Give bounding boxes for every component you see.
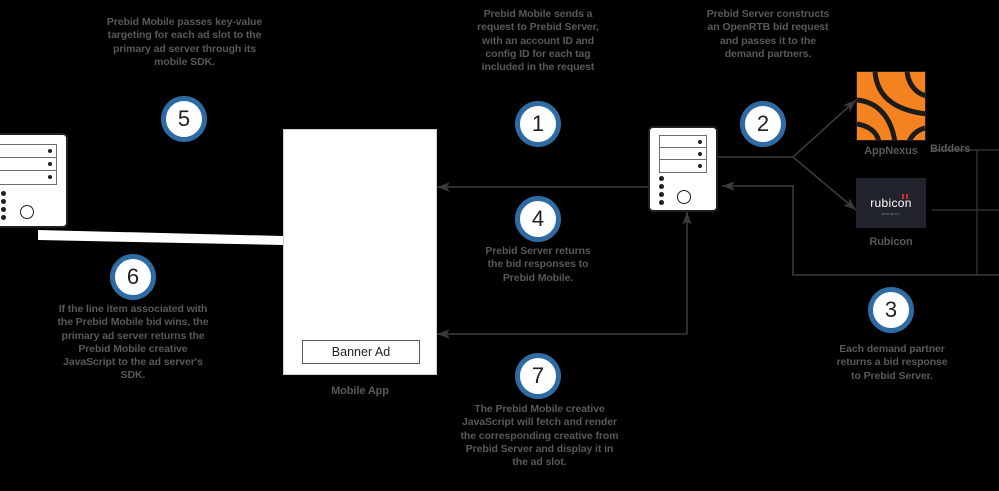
server-led (659, 200, 664, 205)
server-power-icon (20, 205, 34, 219)
rubicon-accent-tick (902, 194, 904, 199)
rubicon-wordmark: rubicon (870, 196, 912, 210)
bidders-group-label: Bidders (930, 143, 971, 155)
step-4-badge: 4 (515, 196, 561, 242)
appnexus-label: AppNexus (864, 145, 918, 157)
appnexus-mark (857, 72, 925, 140)
step-3-caption: Each demand partner returns a bid respon… (836, 343, 948, 382)
server-bay (660, 160, 706, 172)
server-power-icon (677, 190, 691, 204)
step-4-caption: Prebid Server returns the bid responses … (485, 245, 591, 284)
banner-ad-slot[interactable]: Banner Ad (302, 340, 420, 364)
mobile-app-window: Banner Ad (283, 129, 437, 375)
primary-ad-server-icon (0, 133, 68, 228)
rubicon-subtitle: PROJECT (881, 212, 901, 216)
step-3-badge: 3 (868, 287, 914, 333)
step-5-badge: 5 (161, 96, 207, 142)
rubicon-logo: rubicon PROJECT (856, 178, 926, 228)
server-bay (0, 145, 56, 158)
server-led (1, 191, 6, 196)
server-bay-led (48, 162, 52, 166)
server-bay (0, 158, 56, 171)
rubicon-accent-tick (906, 194, 908, 199)
server-bay-led (698, 140, 702, 144)
prebid-server-icon (648, 126, 718, 212)
step-2-badge: 2 (740, 101, 786, 147)
server-bay (660, 148, 706, 160)
step-7-caption: The Prebid Mobile creative JavaScript wi… (460, 403, 619, 469)
server-status-leds (659, 176, 664, 208)
step-5-caption: Prebid Mobile passes key-value targeting… (106, 16, 263, 68)
wire-ad-server-beam (38, 230, 283, 245)
wire-prebid-server-to-rubicon (792, 156, 857, 211)
server-led (659, 192, 664, 197)
step-2-caption: Prebid Server constructs an OpenRTB bid … (706, 8, 830, 60)
server-bays (659, 135, 707, 173)
server-led (1, 199, 6, 204)
mobile-app-label: Mobile App (331, 385, 389, 397)
appnexus-logo (856, 71, 926, 141)
server-status-leds (1, 191, 6, 223)
step-6-badge: 6 (110, 254, 156, 300)
server-bay-led (698, 164, 702, 168)
server-bay-led (698, 152, 702, 156)
step-1-badge: 1 (515, 101, 561, 147)
server-bay (0, 171, 56, 184)
server-bays (0, 144, 57, 185)
server-led (1, 215, 6, 220)
rubicon-label: Rubicon (869, 236, 913, 248)
server-led (659, 184, 664, 189)
server-bay (660, 136, 706, 148)
server-bay-led (48, 175, 52, 179)
step-6-caption: If the line item associated with the Pre… (57, 303, 209, 382)
server-led (1, 207, 6, 212)
server-bay-led (48, 149, 52, 153)
step-1-caption: Prebid Mobile sends a request to Prebid … (477, 8, 599, 74)
server-led (659, 176, 664, 181)
step-7-badge: 7 (515, 353, 561, 399)
